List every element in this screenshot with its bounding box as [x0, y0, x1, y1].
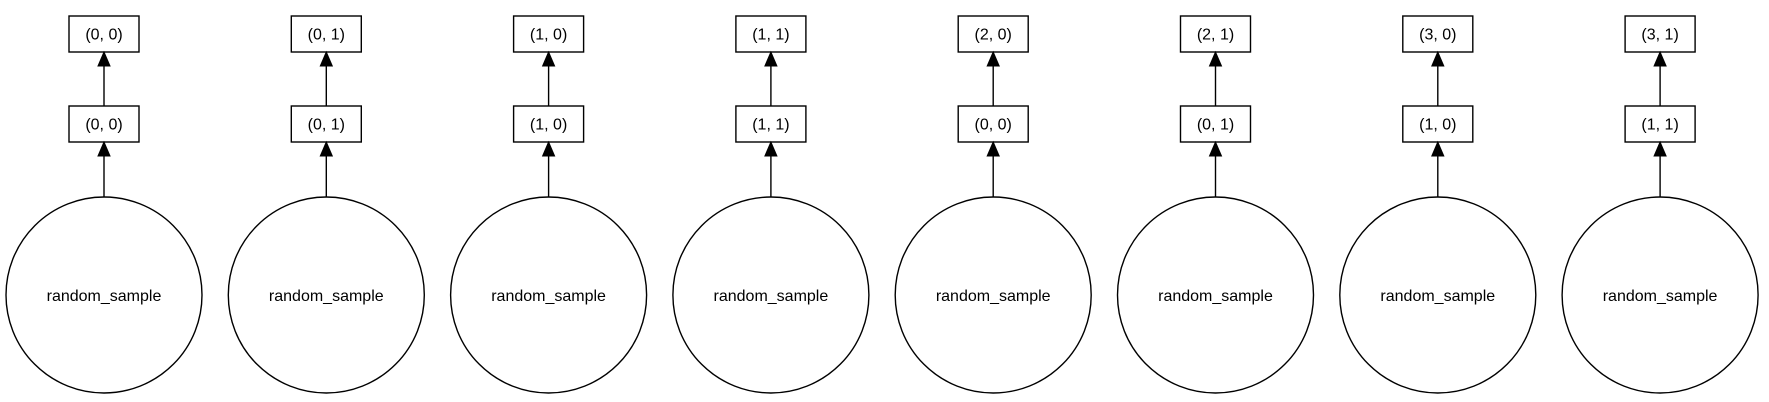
top-node-box[interactable] [512, 15, 585, 53]
task-node-label: random_sample [1603, 288, 1718, 305]
task-node-label: random_sample [269, 288, 384, 305]
top-node-label: (0, 0) [85, 27, 122, 44]
top-node-box[interactable] [68, 15, 140, 53]
edge-arrowhead-middle-to-top-6 [1431, 50, 1445, 67]
top-node-box[interactable] [290, 15, 362, 53]
edge-arrowhead-task-to-middle-3 [764, 140, 778, 157]
middle-node-label: (0, 0) [85, 117, 122, 134]
edge-arrowhead-task-to-middle-2 [541, 140, 556, 157]
graph-column-1: (0, 1) (0, 1) random_sample [227, 15, 425, 394]
middle-node-label: (1, 1) [752, 117, 789, 134]
top-node-label: (2, 0) [975, 27, 1012, 44]
top-node-label: (3, 1) [1641, 27, 1678, 44]
middle-node-label: (0, 0) [975, 117, 1012, 134]
task-node-label: random_sample [1380, 288, 1495, 305]
middle-node-box[interactable] [1624, 105, 1696, 143]
edge-arrowhead-middle-to-top-1 [319, 50, 334, 67]
edge-arrowhead-task-to-middle-5 [1208, 140, 1223, 157]
task-node-label: random_sample [491, 288, 606, 305]
top-node-label: (0, 1) [308, 27, 345, 44]
middle-node-label: (1, 0) [530, 117, 567, 134]
middle-node-box[interactable] [68, 105, 140, 143]
edge-arrowhead-task-to-middle-7 [1653, 140, 1667, 157]
graph-column-7: (3, 1) (1, 1) random_sample [1561, 15, 1759, 394]
middle-node-label: (0, 1) [308, 117, 345, 134]
task-node-label: random_sample [1158, 288, 1273, 305]
edge-arrowhead-middle-to-top-5 [1208, 50, 1223, 67]
middle-node-box[interactable] [512, 105, 585, 143]
middle-node-label: (0, 1) [1197, 117, 1234, 134]
middle-node-label: (1, 0) [1419, 117, 1456, 134]
edge-arrowhead-middle-to-top-2 [541, 50, 556, 67]
top-node-label: (3, 0) [1419, 27, 1456, 44]
edge-arrowhead-middle-to-top-3 [764, 50, 778, 67]
middle-node-label: (1, 1) [1641, 117, 1678, 134]
middle-node-box[interactable] [735, 105, 807, 143]
top-node-label: (1, 0) [530, 27, 567, 44]
top-node-box[interactable] [1624, 15, 1696, 53]
edge-arrowhead-task-to-middle-1 [319, 140, 334, 157]
edge-arrowhead-middle-to-top-0 [97, 50, 111, 67]
edge-arrowhead-middle-to-top-4 [986, 50, 1000, 67]
top-node-box[interactable] [1402, 15, 1474, 53]
graph-column-0: (0, 0) (0, 0) random_sample [5, 15, 203, 394]
graph-column-6: (3, 0) (1, 0) random_sample [1339, 15, 1537, 394]
graph-column-5: (2, 1) (0, 1) random_sample [1116, 15, 1315, 394]
task-node-label: random_sample [936, 288, 1051, 305]
top-node-label: (2, 1) [1197, 27, 1234, 44]
graph-column-4: (2, 0) (0, 0) random_sample [894, 15, 1092, 394]
edge-arrowhead-middle-to-top-7 [1653, 50, 1667, 67]
edge-arrowhead-task-to-middle-0 [97, 140, 111, 157]
top-node-label: (1, 1) [752, 27, 789, 44]
edge-arrowhead-task-to-middle-6 [1431, 140, 1445, 157]
top-node-box[interactable] [957, 15, 1029, 53]
task-node-label: random_sample [47, 288, 162, 305]
task-node-label: random_sample [714, 288, 829, 305]
graph-column-3: (1, 1) (1, 1) random_sample [672, 15, 870, 394]
edge-arrowhead-task-to-middle-4 [986, 140, 1000, 157]
graph-column-2: (1, 0) (1, 0) random_sample [449, 15, 648, 394]
